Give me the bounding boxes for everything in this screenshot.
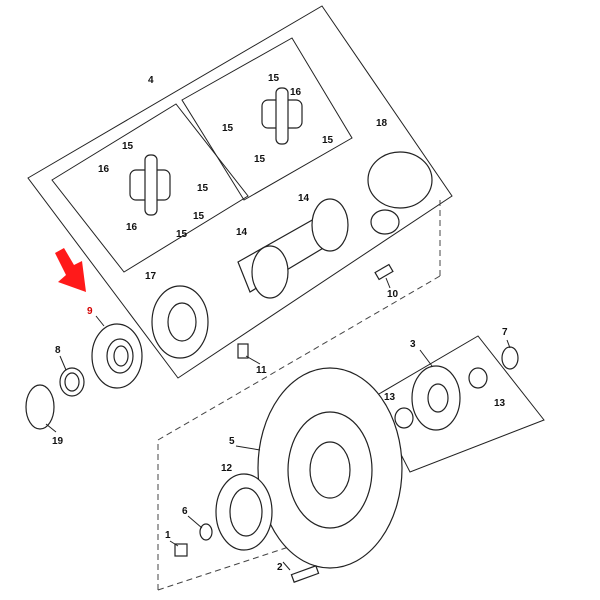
seal-13-left — [394, 407, 414, 429]
callout: 2 — [277, 562, 283, 573]
callout: 15 — [254, 154, 266, 165]
callout-highlighted: 9 — [87, 306, 93, 317]
assembly-box-4 — [27, 5, 453, 379]
seal-13-right — [468, 367, 488, 389]
callout: 15 — [193, 211, 205, 222]
leader-lines — [45, 277, 511, 571]
washer-6 — [199, 523, 213, 541]
callout: 19 — [52, 436, 64, 447]
dashed-box-5 — [157, 275, 441, 590]
callout: 4 — [148, 75, 154, 86]
callout: 15 — [222, 123, 234, 134]
damper-12 — [215, 473, 273, 551]
bolt-2 — [290, 565, 320, 583]
snap-ring-19 — [25, 384, 55, 430]
callout: 15 — [122, 141, 134, 152]
callout: 18 — [376, 118, 388, 129]
callout: 16 — [98, 164, 110, 175]
callout: 10 — [387, 289, 399, 300]
yoke-flange-17 — [151, 285, 209, 359]
yoke-18 — [367, 151, 433, 235]
seal-8 — [59, 367, 85, 397]
callout: 13 — [384, 392, 396, 403]
callout: 1 — [165, 530, 171, 541]
callout: 15 — [322, 135, 334, 146]
callout: 16 — [290, 87, 302, 98]
callout: 11 — [256, 365, 267, 376]
callout: 15 — [197, 183, 209, 194]
ujoint-box-left — [51, 103, 249, 273]
cross-left — [129, 154, 171, 216]
callout: 14 — [298, 193, 310, 204]
callout: 6 — [182, 506, 188, 517]
bolt-10 — [374, 263, 394, 281]
cross-right — [261, 87, 303, 145]
callout: 12 — [221, 463, 233, 474]
ujoint-box-right — [181, 37, 353, 201]
callout: 8 — [55, 345, 61, 356]
bolt-1 — [174, 543, 188, 557]
callout: 3 — [410, 339, 416, 350]
flywheel-adapter-5 — [257, 367, 403, 569]
drive-shaft-14 — [237, 198, 349, 299]
callout: 15 — [268, 73, 280, 84]
bearing-housing-3 — [411, 365, 461, 431]
bolt-11 — [237, 343, 249, 359]
callout: 14 — [236, 227, 248, 238]
callout: 13 — [494, 398, 506, 409]
callout: 5 — [229, 436, 235, 447]
callout-labels: 4 15 16 15 15 15 14 18 15 16 15 15 16 15… — [52, 73, 508, 573]
ring-7 — [501, 346, 519, 370]
callout: 16 — [126, 222, 138, 233]
hub-flange-9 — [91, 323, 143, 389]
highlight-arrow — [55, 248, 86, 292]
callout: 7 — [502, 327, 508, 338]
callout: 17 — [145, 271, 157, 282]
callout: 15 — [176, 229, 188, 240]
